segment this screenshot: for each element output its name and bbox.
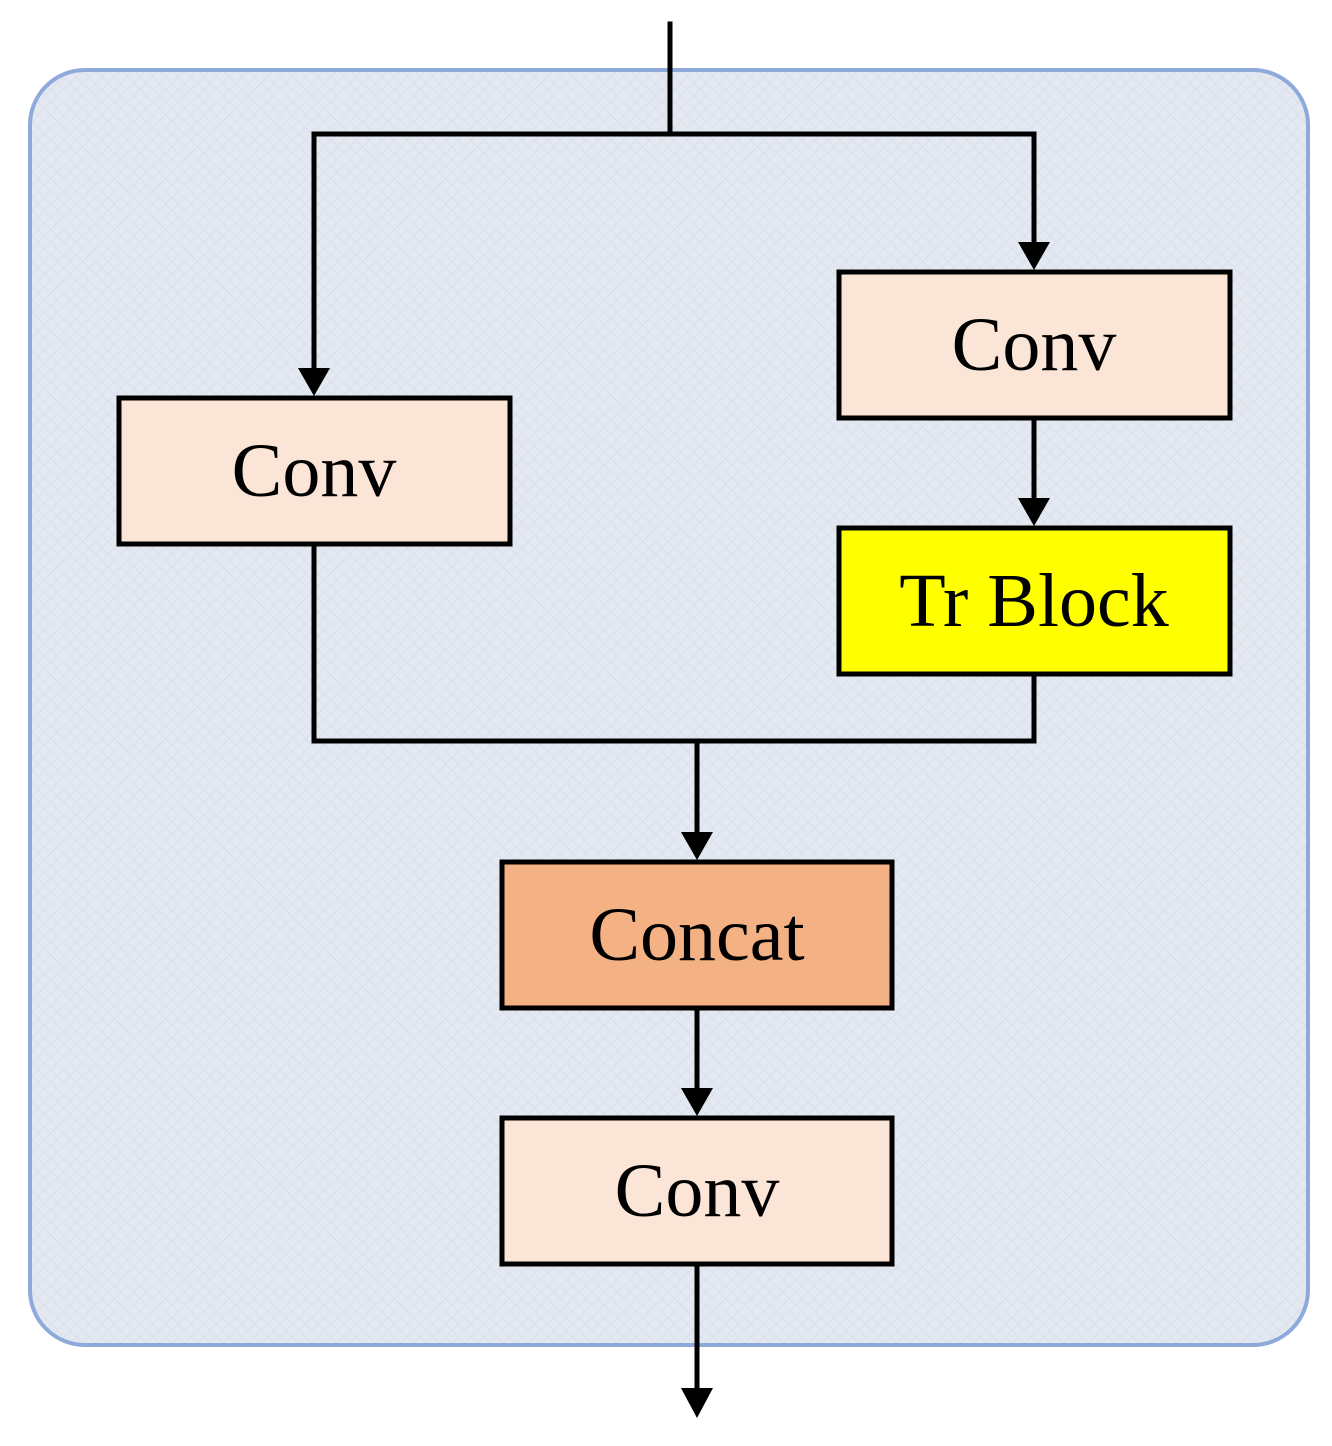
concat-node: Concat	[499, 859, 895, 1011]
conv-right-node: Conv	[836, 269, 1233, 421]
arrow-tr-block	[1018, 498, 1050, 526]
tr-block-label: Tr Block	[899, 559, 1169, 643]
arrow-right-conv	[1018, 242, 1050, 270]
tr-block-node: Tr Block	[836, 525, 1233, 677]
conv-left-label: Conv	[232, 429, 397, 513]
arrowheads	[298, 242, 1050, 1418]
conv-bottom-node: Conv	[499, 1115, 895, 1267]
arrow-output	[681, 1388, 713, 1418]
conv-left-node: Conv	[116, 395, 513, 547]
arrow-conv-bottom	[681, 1088, 713, 1116]
conv-bottom-label: Conv	[615, 1149, 780, 1233]
arrow-concat	[681, 832, 713, 860]
conv-right-label: Conv	[952, 303, 1117, 387]
connectors	[311, 21, 1037, 1393]
arrow-left-conv	[298, 368, 330, 396]
concat-label: Concat	[589, 893, 804, 977]
